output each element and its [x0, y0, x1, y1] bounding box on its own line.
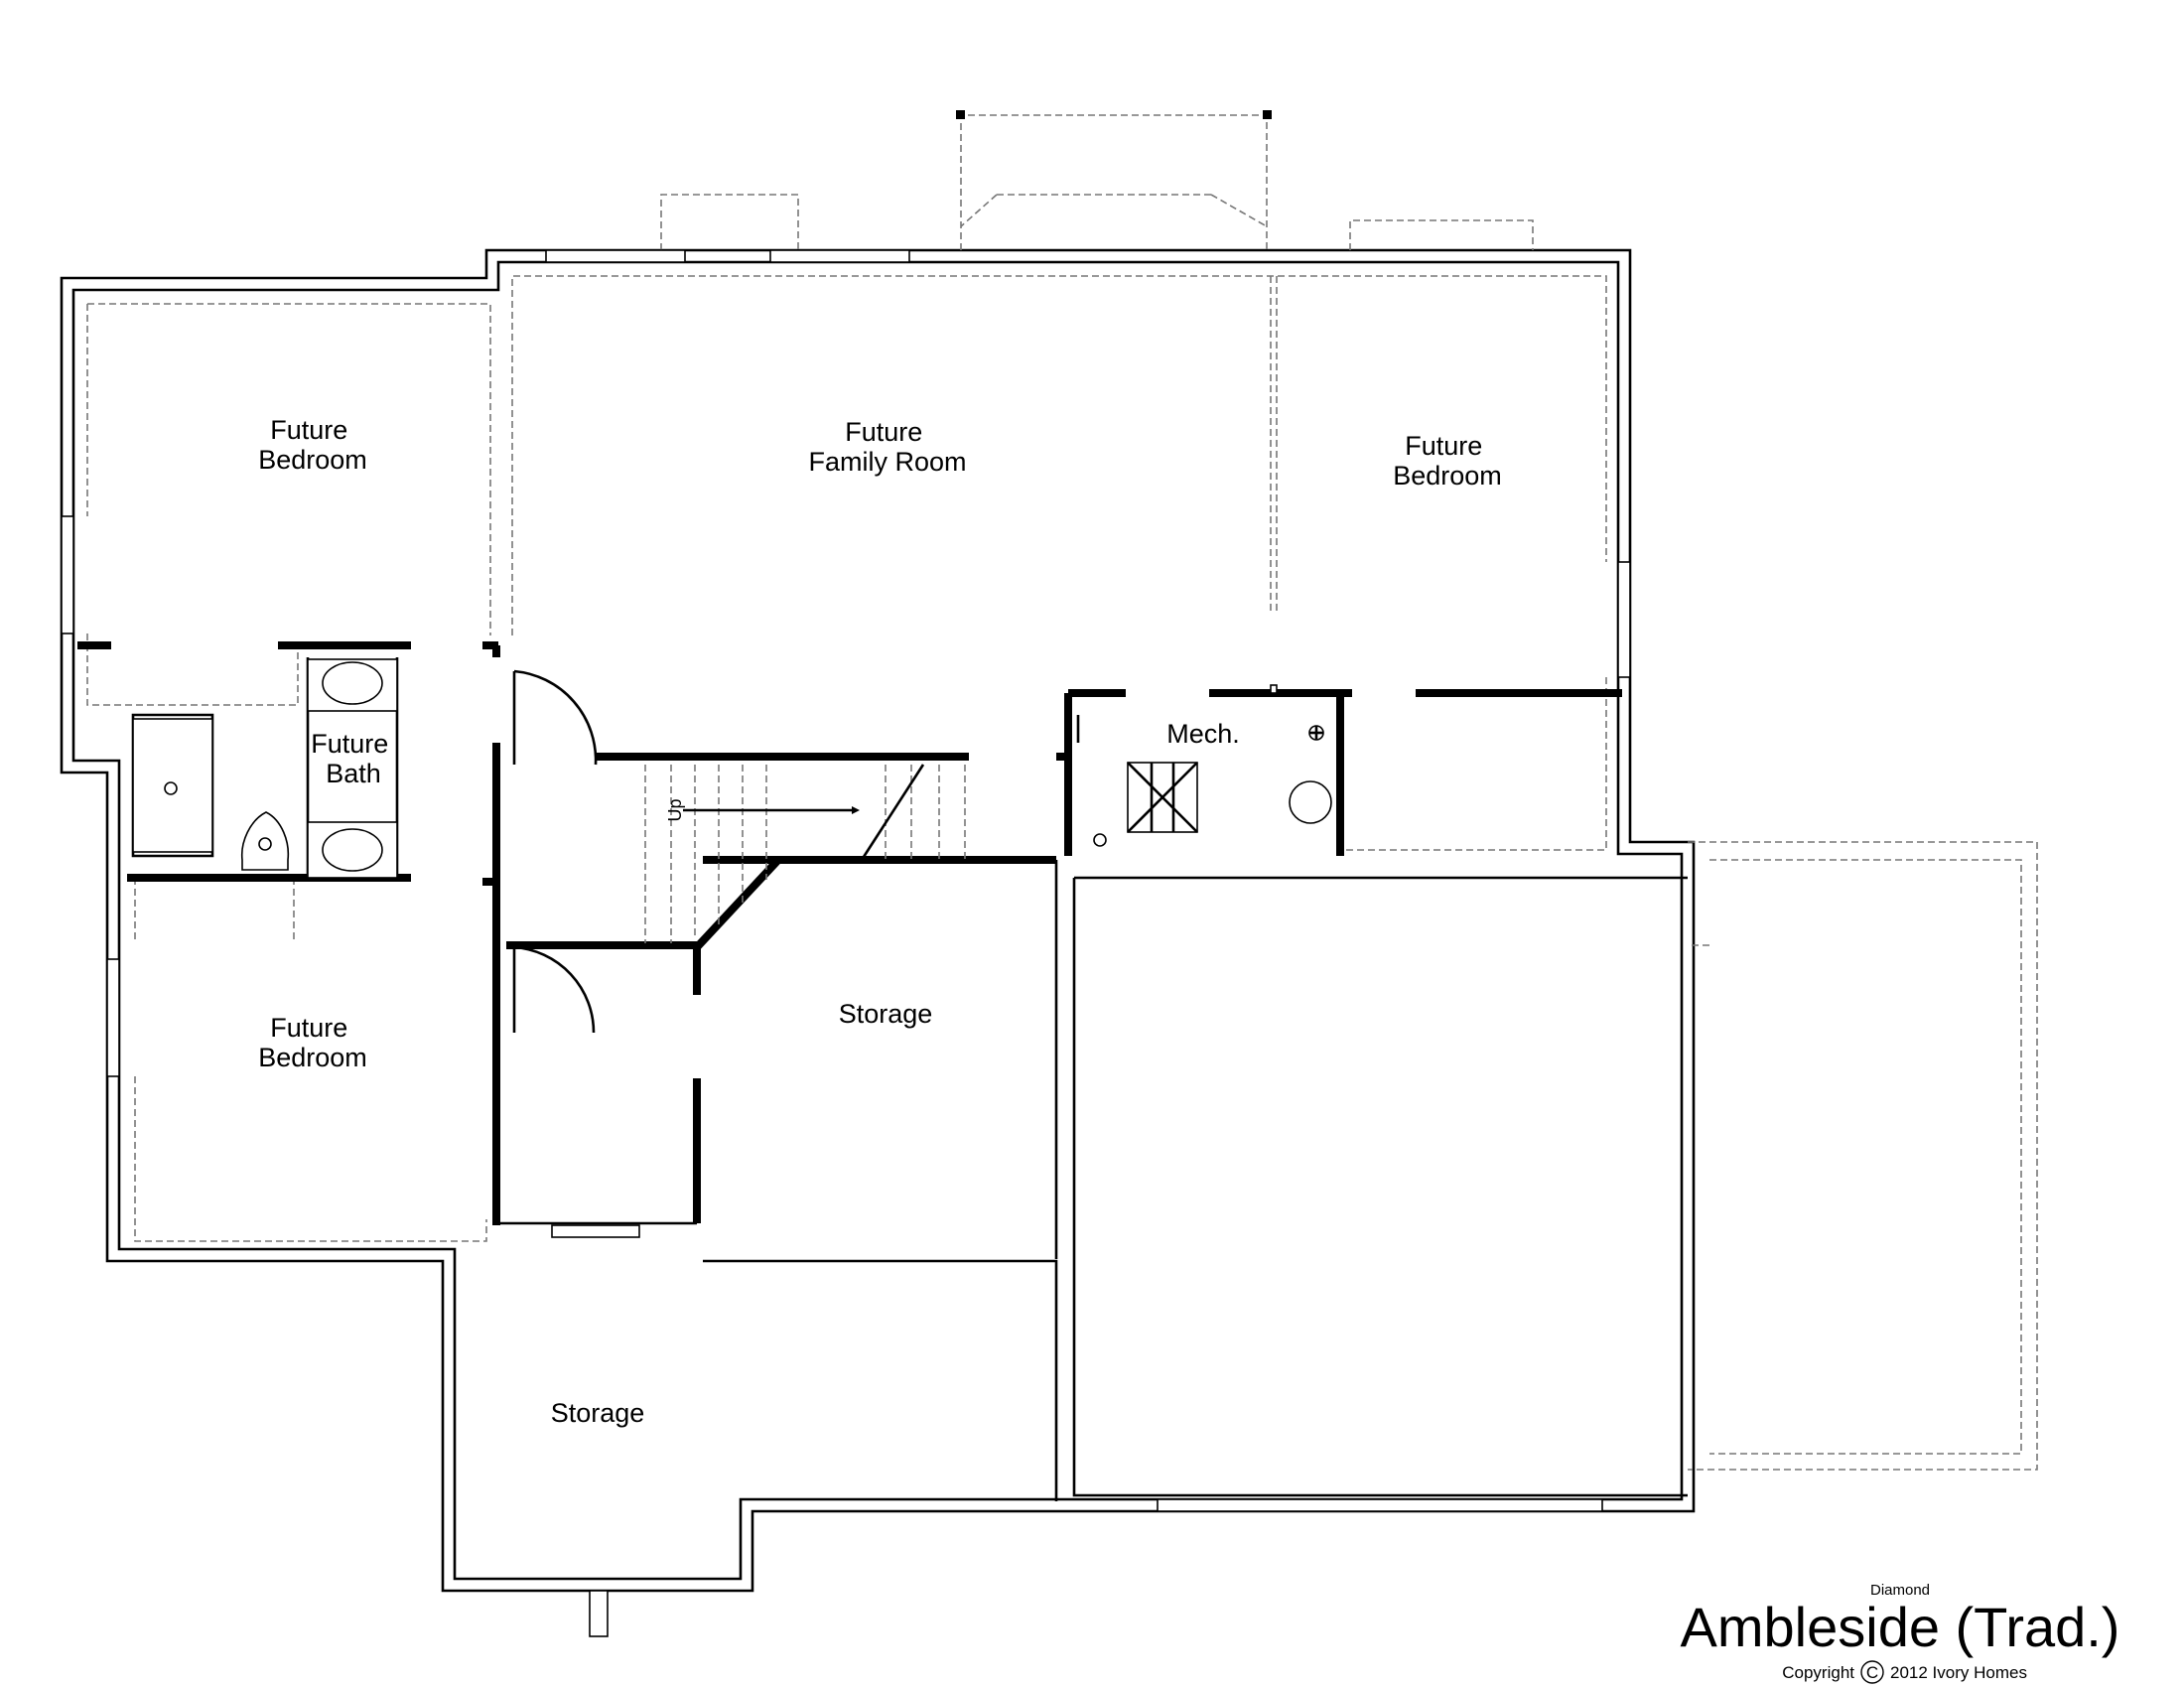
room-label-family-room-line2: Family Room [808, 447, 966, 477]
finish-lines [86, 275, 2038, 1471]
bath-fixtures [132, 658, 398, 879]
room-label-bedroom-sw-line1: Future [270, 1013, 347, 1043]
interior-walls [77, 641, 1622, 1225]
room-label-bath-line1: Future [311, 729, 388, 759]
room-labels: Future Bedroom Future Family Room Future… [258, 415, 1502, 1428]
title-block: Diamond Ambleside (Trad.) Copyright C 20… [1681, 1582, 2120, 1684]
room-label-bath-line2: Bath [326, 759, 381, 788]
copyright-icon [1860, 1660, 1884, 1684]
sink-top-icon [322, 661, 383, 705]
plan-name: Ambleside (Trad.) [1681, 1596, 2120, 1658]
front-stoop [589, 1590, 609, 1637]
copyright-symbol: C [1866, 1663, 1878, 1682]
mech-fixtures [1076, 684, 1332, 847]
series-label: Diamond [1870, 1582, 1930, 1599]
room-label-storage-center: Storage [839, 999, 933, 1029]
svg-text:Future Bedroom: Future Bedroom [1393, 431, 1502, 491]
svg-text:Future Bedroom: Future Bedroom [258, 415, 367, 475]
room-label-family-room-line1: Future [845, 417, 922, 447]
room-label-bedroom-ne-line1: Future [1405, 431, 1482, 461]
sink-bottom-icon [322, 828, 383, 872]
room-label-bedroom-ne-line2: Bedroom [1393, 461, 1502, 491]
room-label-bedroom-nw-line2: Bedroom [258, 445, 367, 475]
svg-text:Future Family Room: Future Family Room [808, 417, 966, 477]
stair-direction-label: Up [665, 798, 685, 821]
room-label-bedroom-sw-line2: Bedroom [258, 1043, 367, 1072]
room-label-bedroom-nw-line1: Future [270, 415, 347, 445]
bay-windows [660, 110, 1534, 250]
doors [512, 669, 598, 1034]
room-label-storage-south: Storage [551, 1398, 645, 1428]
windows [61, 249, 1631, 1512]
copyright-text: 2012 Ivory Homes [1890, 1663, 2027, 1682]
svg-text:Future Bath: Future Bath [311, 729, 396, 788]
water-heater-icon [1289, 780, 1332, 824]
gas-meter-icon [1093, 833, 1107, 847]
room-label-mech: Mech. [1166, 719, 1240, 749]
copyright-label: Copyright [1782, 1663, 1854, 1682]
stairs [644, 764, 966, 943]
svg-text:Future Bedroom: Future Bedroom [258, 1013, 367, 1072]
